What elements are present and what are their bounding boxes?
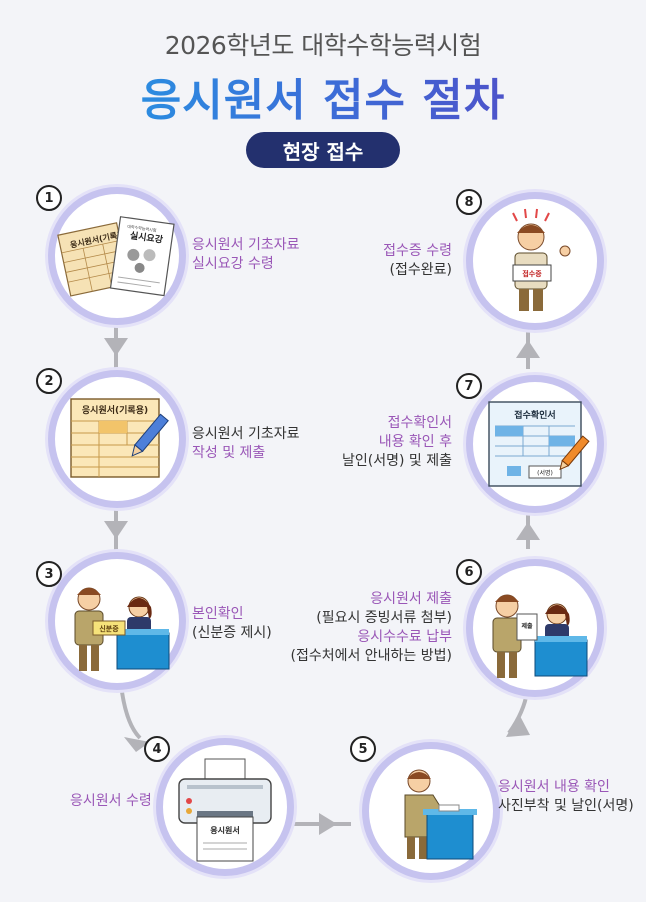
step-4-circle: 응시원서 bbox=[156, 738, 294, 876]
printer-icon: 응시원서 bbox=[178, 758, 272, 862]
submission-icon: 제출 bbox=[492, 594, 588, 678]
confirmation-doc-title: 접수확인서 bbox=[514, 409, 555, 421]
step-3-number: 3 bbox=[36, 561, 62, 587]
step-5-number: 5 bbox=[350, 736, 376, 762]
doc-b-small: 대학수학능력시험 bbox=[127, 223, 157, 233]
step-6-number: 6 bbox=[456, 559, 482, 585]
step-2-circle: 응시원서(기록용) bbox=[48, 370, 186, 508]
receipt-confirmation-icon: 접수확인서 (서명) bbox=[488, 401, 590, 487]
step-2-number: 2 bbox=[36, 368, 62, 394]
submit-paper-label: 제출 bbox=[521, 622, 533, 630]
onsite-badge: 현장 접수 bbox=[246, 132, 400, 168]
connector-3-4 bbox=[120, 691, 142, 740]
step-4-label: 응시원서 수령 bbox=[70, 793, 152, 809]
step-8-label: 접수증 수령 (접수완료) bbox=[383, 243, 452, 278]
receipt-received-icon: 접수증 bbox=[512, 208, 571, 311]
page-title: 응시원서 접수 절차 bbox=[0, 64, 646, 128]
application-form-writing-icon: 응시원서(기록용) bbox=[70, 398, 169, 478]
printed-paper-label: 응시원서 bbox=[210, 825, 239, 835]
step-3-label: 본인확인(신분증 제시) bbox=[192, 606, 272, 641]
step-6-label: 응시원서 제출 (필요시 증빙서류 첨부) 응시수수료 납부 (접수처에서 안내… bbox=[290, 591, 452, 664]
arrow-down-1 bbox=[104, 338, 128, 356]
step-5-circle bbox=[362, 742, 500, 880]
arrow-3-4 bbox=[124, 737, 150, 752]
arrow-5-6 bbox=[506, 714, 530, 737]
step-6-circle: 제출 bbox=[466, 559, 604, 697]
doc-title: 응시원서(기록용) bbox=[82, 404, 148, 416]
step-4-number: 4 bbox=[144, 736, 170, 762]
arrow-up-6-7 bbox=[516, 522, 540, 540]
id-card-label: 신분증 bbox=[99, 624, 119, 633]
arrow-up-7-8 bbox=[516, 340, 540, 358]
step-8-number: 8 bbox=[456, 189, 482, 215]
step-7-circle: 접수확인서 (서명) bbox=[466, 375, 604, 513]
step-1-number: 1 bbox=[36, 185, 62, 211]
person-signing-icon bbox=[404, 769, 477, 860]
identity-check-icon: 신분증 bbox=[74, 587, 170, 671]
step-1-circle: 응시원서(기록용) 대학수학능력시험 실시요강 bbox=[48, 187, 186, 325]
step-3-circle: 신분증 bbox=[48, 552, 186, 690]
arrow-right-4-5 bbox=[319, 813, 337, 835]
receipt-sign-label: 접수증 bbox=[522, 269, 542, 278]
step-7-label: 접수확인서 내용 확인 후 날인(서명) 및 제출 bbox=[342, 415, 452, 469]
arrow-down-2 bbox=[104, 521, 128, 539]
signature-box-label: (서명) bbox=[537, 469, 553, 477]
exam-subtitle: 2026학년도 대학수학능력시험 bbox=[164, 31, 482, 60]
application-form-and-guidebook-icon: 응시원서(기록용) 대학수학능력시험 실시요강 bbox=[57, 216, 175, 297]
step-8-circle: 접수증 bbox=[466, 192, 604, 330]
step-7-number: 7 bbox=[456, 373, 482, 399]
